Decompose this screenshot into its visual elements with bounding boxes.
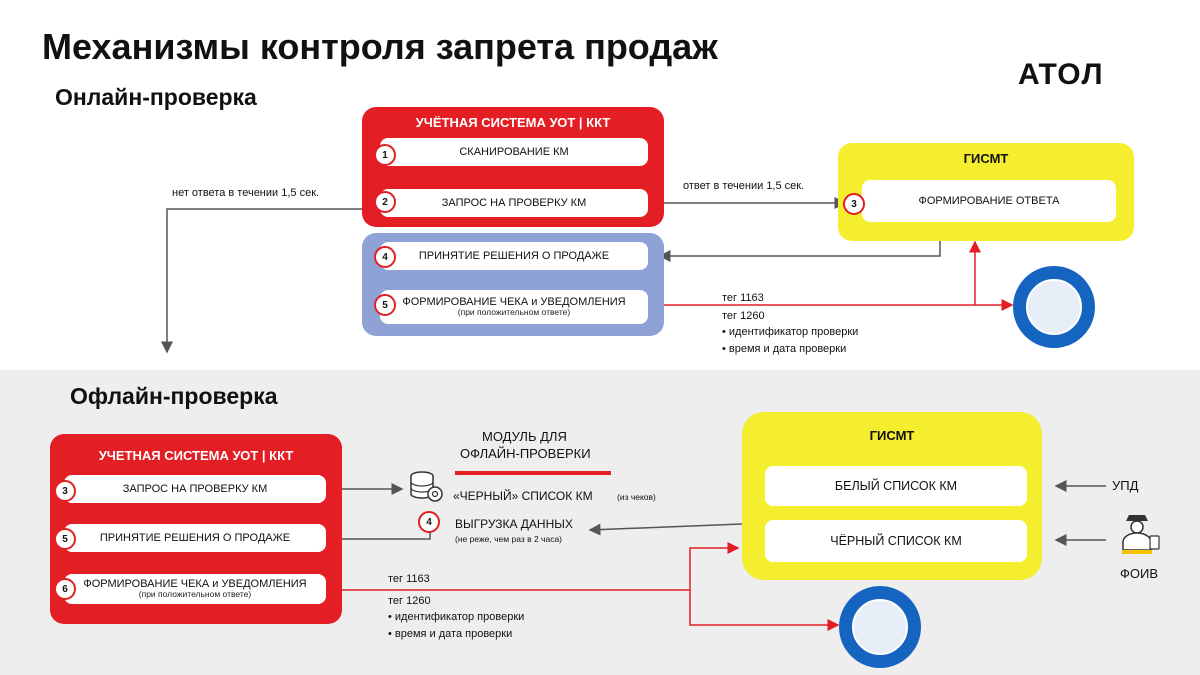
- offline-step-request: ЗАПРОС НА ПРОВЕРКУ КМ: [64, 475, 326, 503]
- online-bullet-datetime: • время и дата проверки: [722, 343, 847, 355]
- offline-tag-1163: тег 1163: [388, 573, 430, 585]
- online-bullet-id: • идентификатор проверки: [722, 326, 859, 338]
- step-badge-4: 4: [374, 246, 396, 268]
- blacklist-note: (из чеков): [617, 492, 656, 502]
- blacklist-label: «ЧЕРНЫЙ» СПИСОК КМ: [453, 489, 593, 503]
- officer-icon: [1118, 512, 1160, 556]
- online-step-receipt: ФОРМИРОВАНИЕ ЧЕКА и УВЕДОМЛЕНИЯ (при пол…: [380, 290, 648, 324]
- module-title-line-2: ОФЛАЙН-ПРОВЕРКИ: [460, 446, 591, 461]
- offline-step-request-label: ЗАПРОС НА ПРОВЕРКУ КМ: [122, 482, 268, 495]
- online-step-receipt-note: (при положительном ответе): [457, 307, 571, 318]
- atol-logo: ATOЛ: [1018, 58, 1104, 91]
- step-badge-2: 2: [374, 191, 396, 213]
- offline-system-title: УЧЕТНАЯ СИСТЕМА УОТ | ККТ: [98, 448, 294, 463]
- offline-step-receipt: ФОРМИРОВАНИЕ ЧЕКА и УВЕДОМЛЕНИЯ (при пол…: [64, 574, 326, 604]
- fns-seal-icon: [1013, 266, 1095, 348]
- step-badge-5: 5: [54, 528, 76, 550]
- offline-bullet-datetime: • время и дата проверки: [388, 628, 513, 640]
- foiv-label: ФОИВ: [1120, 566, 1159, 581]
- offline-step-receipt-label: ФОРМИРОВАНИЕ ЧЕКА и УВЕДОМЛЕНИЯ: [83, 577, 307, 590]
- online-tag-1163: тег 1163: [722, 292, 764, 304]
- step-badge-3: 3: [843, 193, 865, 215]
- online-heading: Онлайн-проверка: [55, 84, 257, 110]
- online-step-response-label: ФОРМИРОВАНИЕ ОТВЕТА: [918, 194, 1060, 207]
- online-gismt-title: ГИСМТ: [963, 151, 1009, 166]
- upd-label: УПД: [1112, 478, 1139, 493]
- no-answer-label: нет ответа в течении 1,5 сек.: [172, 187, 320, 199]
- step-badge-6: 6: [54, 578, 76, 600]
- step-badge-4: 4: [418, 511, 440, 533]
- step-badge-1: 1: [374, 144, 396, 166]
- online-step-scan: СКАНИРОВАНИЕ КМ: [380, 138, 648, 166]
- online-step-receipt-label: ФОРМИРОВАНИЕ ЧЕКА и УВЕДОМЛЕНИЯ: [402, 295, 626, 308]
- module-title-line-1: МОДУЛЬ ДЛЯ: [482, 429, 567, 444]
- answer-label: ответ в течении 1,5 сек.: [683, 180, 805, 192]
- online-step-response: ФОРМИРОВАНИЕ ОТВЕТА: [862, 180, 1116, 222]
- offline-heading: Офлайн-проверка: [70, 383, 278, 409]
- offline-gismt-title: ГИСМТ: [869, 428, 915, 443]
- black-list-box: ЧЁРНЫЙ СПИСОК КМ: [765, 520, 1027, 562]
- module-underline: [455, 471, 611, 475]
- offline-step-receipt-note: (при положительном ответе): [138, 589, 252, 600]
- download-note: (не реже, чем раз в 2 часа): [455, 534, 563, 544]
- white-list-box: БЕЛЫЙ СПИСОК КМ: [765, 466, 1027, 506]
- download-label: ВЫГРУЗКА ДАННЫХ: [455, 517, 573, 531]
- black-list-label: ЧЁРНЫЙ СПИСОК КМ: [830, 533, 962, 548]
- online-step-decision: ПРИНЯТИЕ РЕШЕНИЯ О ПРОДАЖЕ: [380, 242, 648, 270]
- offline-step-decision-label: ПРИНЯТИЕ РЕШЕНИЯ О ПРОДАЖЕ: [99, 531, 291, 544]
- offline-step-decision: ПРИНЯТИЕ РЕШЕНИЯ О ПРОДАЖЕ: [64, 524, 326, 552]
- step-badge-5: 5: [374, 294, 396, 316]
- online-step-decision-label: ПРИНЯТИЕ РЕШЕНИЯ О ПРОДАЖЕ: [418, 249, 610, 262]
- white-list-label: БЕЛЫЙ СПИСОК КМ: [834, 478, 958, 493]
- offline-tag-1260: тег 1260: [388, 595, 431, 607]
- online-step-scan-label: СКАНИРОВАНИЕ КМ: [459, 145, 569, 158]
- online-step-request-label: ЗАПРОС НА ПРОВЕРКУ КМ: [441, 196, 587, 209]
- online-tag-1260: тег 1260: [722, 310, 765, 322]
- online-step-request: ЗАПРОС НА ПРОВЕРКУ КМ: [380, 189, 648, 217]
- online-system-title: УЧЁТНАЯ СИСТЕМА УОТ | ККТ: [415, 115, 611, 130]
- database-gear-icon: [407, 470, 445, 504]
- offline-bullet-id: • идентификатор проверки: [388, 611, 525, 623]
- page-title: Механизмы контроля запрета продаж: [42, 26, 718, 67]
- fns-seal-icon: [839, 586, 921, 668]
- step-badge-3: 3: [54, 480, 76, 502]
